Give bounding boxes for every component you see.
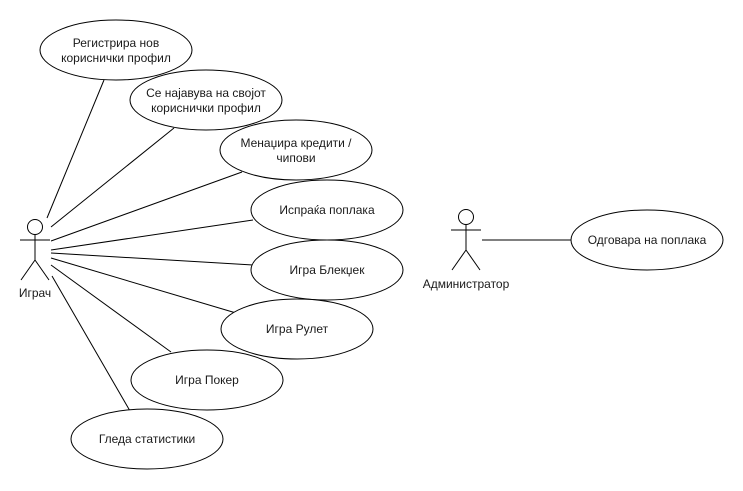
use-case-credits[interactable]: Менаџира кредити / чипови (219, 119, 373, 181)
use-case-label: кориснички профил (151, 101, 261, 115)
use-case-label: Игра Блекџек (290, 263, 366, 277)
association-blackjack[interactable] (50, 252, 254, 266)
association-credits[interactable] (50, 171, 243, 242)
stick-figure-icon (20, 219, 50, 281)
use-case-blackjack[interactable]: Игра Блекџек (250, 239, 404, 301)
use-case-register[interactable]: Регистрира нов кориснички профил (39, 19, 193, 81)
use-case-ellipse[interactable] (70, 408, 224, 470)
association-stats[interactable] (51, 275, 131, 412)
use-case-stats[interactable]: Гледа статистики (70, 408, 224, 470)
use-case-label: Менаџира кредити / (240, 136, 352, 150)
use-case-ellipse[interactable] (570, 209, 724, 271)
use-case-reply[interactable]: Одговара на поплака (570, 209, 724, 271)
use-case-label: чипови (276, 151, 315, 165)
actor-label: Администратор (423, 277, 510, 291)
use-case-label: Регистрира нов (73, 36, 159, 50)
use-case-label: Испраќа поплака (279, 203, 375, 217)
use-case-label: Се најавува на својот (146, 86, 266, 100)
actor-admin[interactable]: Администратор (423, 209, 510, 292)
use-case-ellipse[interactable] (250, 239, 404, 301)
association-complaint[interactable] (50, 219, 254, 251)
use-case-label: Игра Рулет (266, 322, 329, 336)
association-poker[interactable] (50, 264, 172, 353)
use-case-ellipse[interactable] (129, 69, 283, 131)
association-login[interactable] (50, 127, 175, 228)
use-case-label: Гледа статистики (99, 432, 195, 446)
use-case-roulette[interactable]: Игра Рулет (220, 298, 374, 360)
use-case-login[interactable]: Се најавува на својот кориснички профил (129, 69, 283, 131)
use-case-complaint[interactable]: Испраќа поплака (250, 179, 404, 241)
association-register[interactable] (46, 79, 105, 219)
use-case-ellipse[interactable] (130, 349, 284, 411)
actor-label: Играч (19, 286, 51, 300)
actor-player[interactable]: Играч (19, 219, 51, 301)
use-case-label: Игра Покер (175, 373, 239, 387)
use-case-ellipse[interactable] (39, 19, 193, 81)
associations (46, 79, 571, 412)
stick-figure-icon (451, 209, 481, 271)
use-case-label: кориснички профил (61, 51, 171, 65)
use-case-ellipse[interactable] (219, 119, 373, 181)
use-case-label: Одговара на поплака (588, 233, 707, 247)
use-case-ellipse[interactable] (220, 298, 374, 360)
use-case-poker[interactable]: Игра Покер (130, 349, 284, 411)
association-roulette[interactable] (50, 257, 237, 314)
